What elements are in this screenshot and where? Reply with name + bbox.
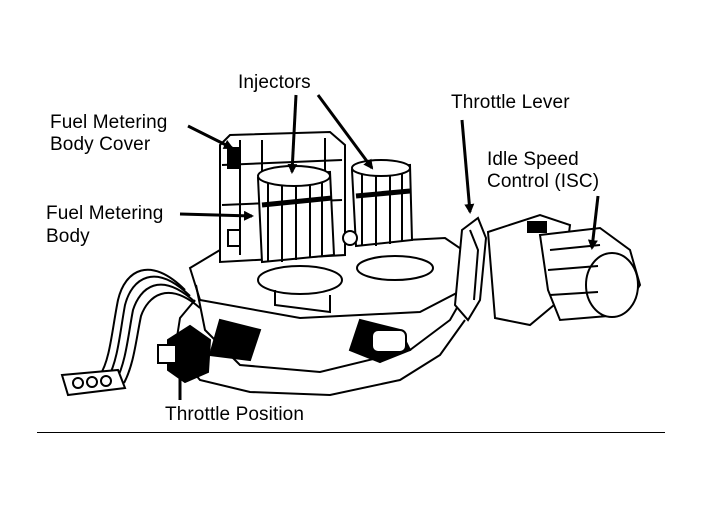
wire-harness: [99, 268, 201, 384]
throttle-lever: [453, 216, 488, 322]
arrow-fuel-metering-body-cover: [187, 124, 234, 150]
injector-left: [256, 165, 336, 264]
bottom-divider: [37, 432, 665, 433]
label-idle-speed-control-line2: Control (ISC): [487, 171, 600, 192]
label-throttle-position: Throttle Position: [165, 404, 304, 425]
arrow-idle-speed-control: [587, 195, 600, 250]
injector-right: [342, 159, 414, 248]
arrow-injectors-left: [287, 94, 298, 174]
label-idle-speed-control-line1: Idle Speed: [487, 149, 579, 170]
throttle-position-sensor: [157, 324, 212, 384]
arrow-fuel-metering-body: [179, 210, 254, 221]
label-fuel-metering-body-cover-line2: Body Cover: [50, 134, 151, 155]
callout-arrows: [175, 94, 600, 400]
label-fuel-metering-body-cover-line1: Fuel Metering: [50, 112, 168, 133]
label-fuel-metering-body-line1: Fuel Metering: [46, 203, 164, 224]
label-injectors: Injectors: [238, 72, 311, 93]
sensor-connector: [60, 368, 127, 397]
arrow-throttle-lever: [460, 119, 475, 214]
label-throttle-lever: Throttle Lever: [451, 92, 570, 113]
idle-speed-control-motor: [486, 213, 642, 327]
arrow-injectors-right: [316, 94, 374, 170]
label-fuel-metering-body-line2: Body: [46, 226, 90, 247]
